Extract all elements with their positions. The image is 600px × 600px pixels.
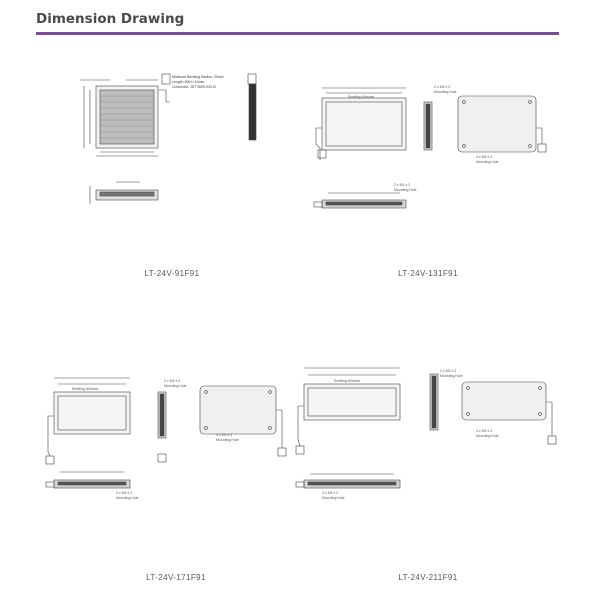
label-mounting-bottom-131: Mounting Hole <box>394 188 417 192</box>
drawing-91f91: Minimum Bending Radius: 20mm Length: 600… <box>80 73 257 204</box>
label-m3x2-bottom-131: 2 x M3 x 2 <box>394 183 410 187</box>
label-m3x2-131: 2 x M3 x 2 <box>434 85 450 89</box>
label-mounting-bottom-211: Mounting Hole <box>322 496 345 500</box>
note-bend-radius: Minimum Bending Radius: 20mm <box>172 75 224 79</box>
header-divider <box>36 32 559 35</box>
label-m3x2-211: 2 x M3 x 2 <box>440 369 456 373</box>
label-mounting-211: Mounting Hole <box>440 374 463 378</box>
drawing-131f91: Emitting Window 2 x M3 x 2 Mounting Hole… <box>313 85 547 209</box>
label-mounting-131: Mounting Hole <box>434 90 457 94</box>
page-title: Dimension Drawing <box>36 11 185 27</box>
note-connector: Connector: JST SMR-03V-B <box>172 85 216 89</box>
label-mounting-back-131: Mounting Hole <box>476 160 499 164</box>
section-header: Dimension Drawing <box>36 10 559 35</box>
label-mounting-back-171: Mounting Hole <box>216 438 239 442</box>
model-label-131f91: LT-24V-131F91 <box>398 269 458 278</box>
label-m3x2-171: 2 x M3 x 2 <box>164 379 180 383</box>
drawing-211f91: Emitting Window 2 x M3 x 2 Mounting Hole… <box>295 367 557 500</box>
label-emitting-window-171: Emitting Window <box>72 387 99 391</box>
label-mounting-bottom-171: Mounting Hole <box>116 496 139 500</box>
label-emitting-window-211: Emitting Window <box>334 379 361 383</box>
label-emitting-window-131: Emitting Window <box>348 95 375 99</box>
label-m3x4-171: 4 x M3 x 4 <box>216 433 232 437</box>
label-m3x4-211: 4 x M3 x 4 <box>476 429 492 433</box>
model-label-211f91: LT-24V-211F91 <box>398 573 458 582</box>
drawing-171f91: Emitting Window 2 x M3 x 2 Mounting Hole… <box>45 377 287 500</box>
label-mounting-171: Mounting Hole <box>164 384 187 388</box>
label-m3x2-bottom-211: 2 x M3 x 2 <box>322 491 338 495</box>
label-mounting-back-211: Mounting Hole <box>476 434 499 438</box>
model-label-91f91: LT-24V-91F91 <box>144 269 200 278</box>
label-m3x4-131: 4 x M3 x 4 <box>476 155 492 159</box>
label-m3x2-bottom-171: 2 x M3 x 2 <box>116 491 132 495</box>
note-length: Length: 600+/-10mm <box>172 80 204 84</box>
model-label-171f91: LT-24V-171F91 <box>146 573 206 582</box>
